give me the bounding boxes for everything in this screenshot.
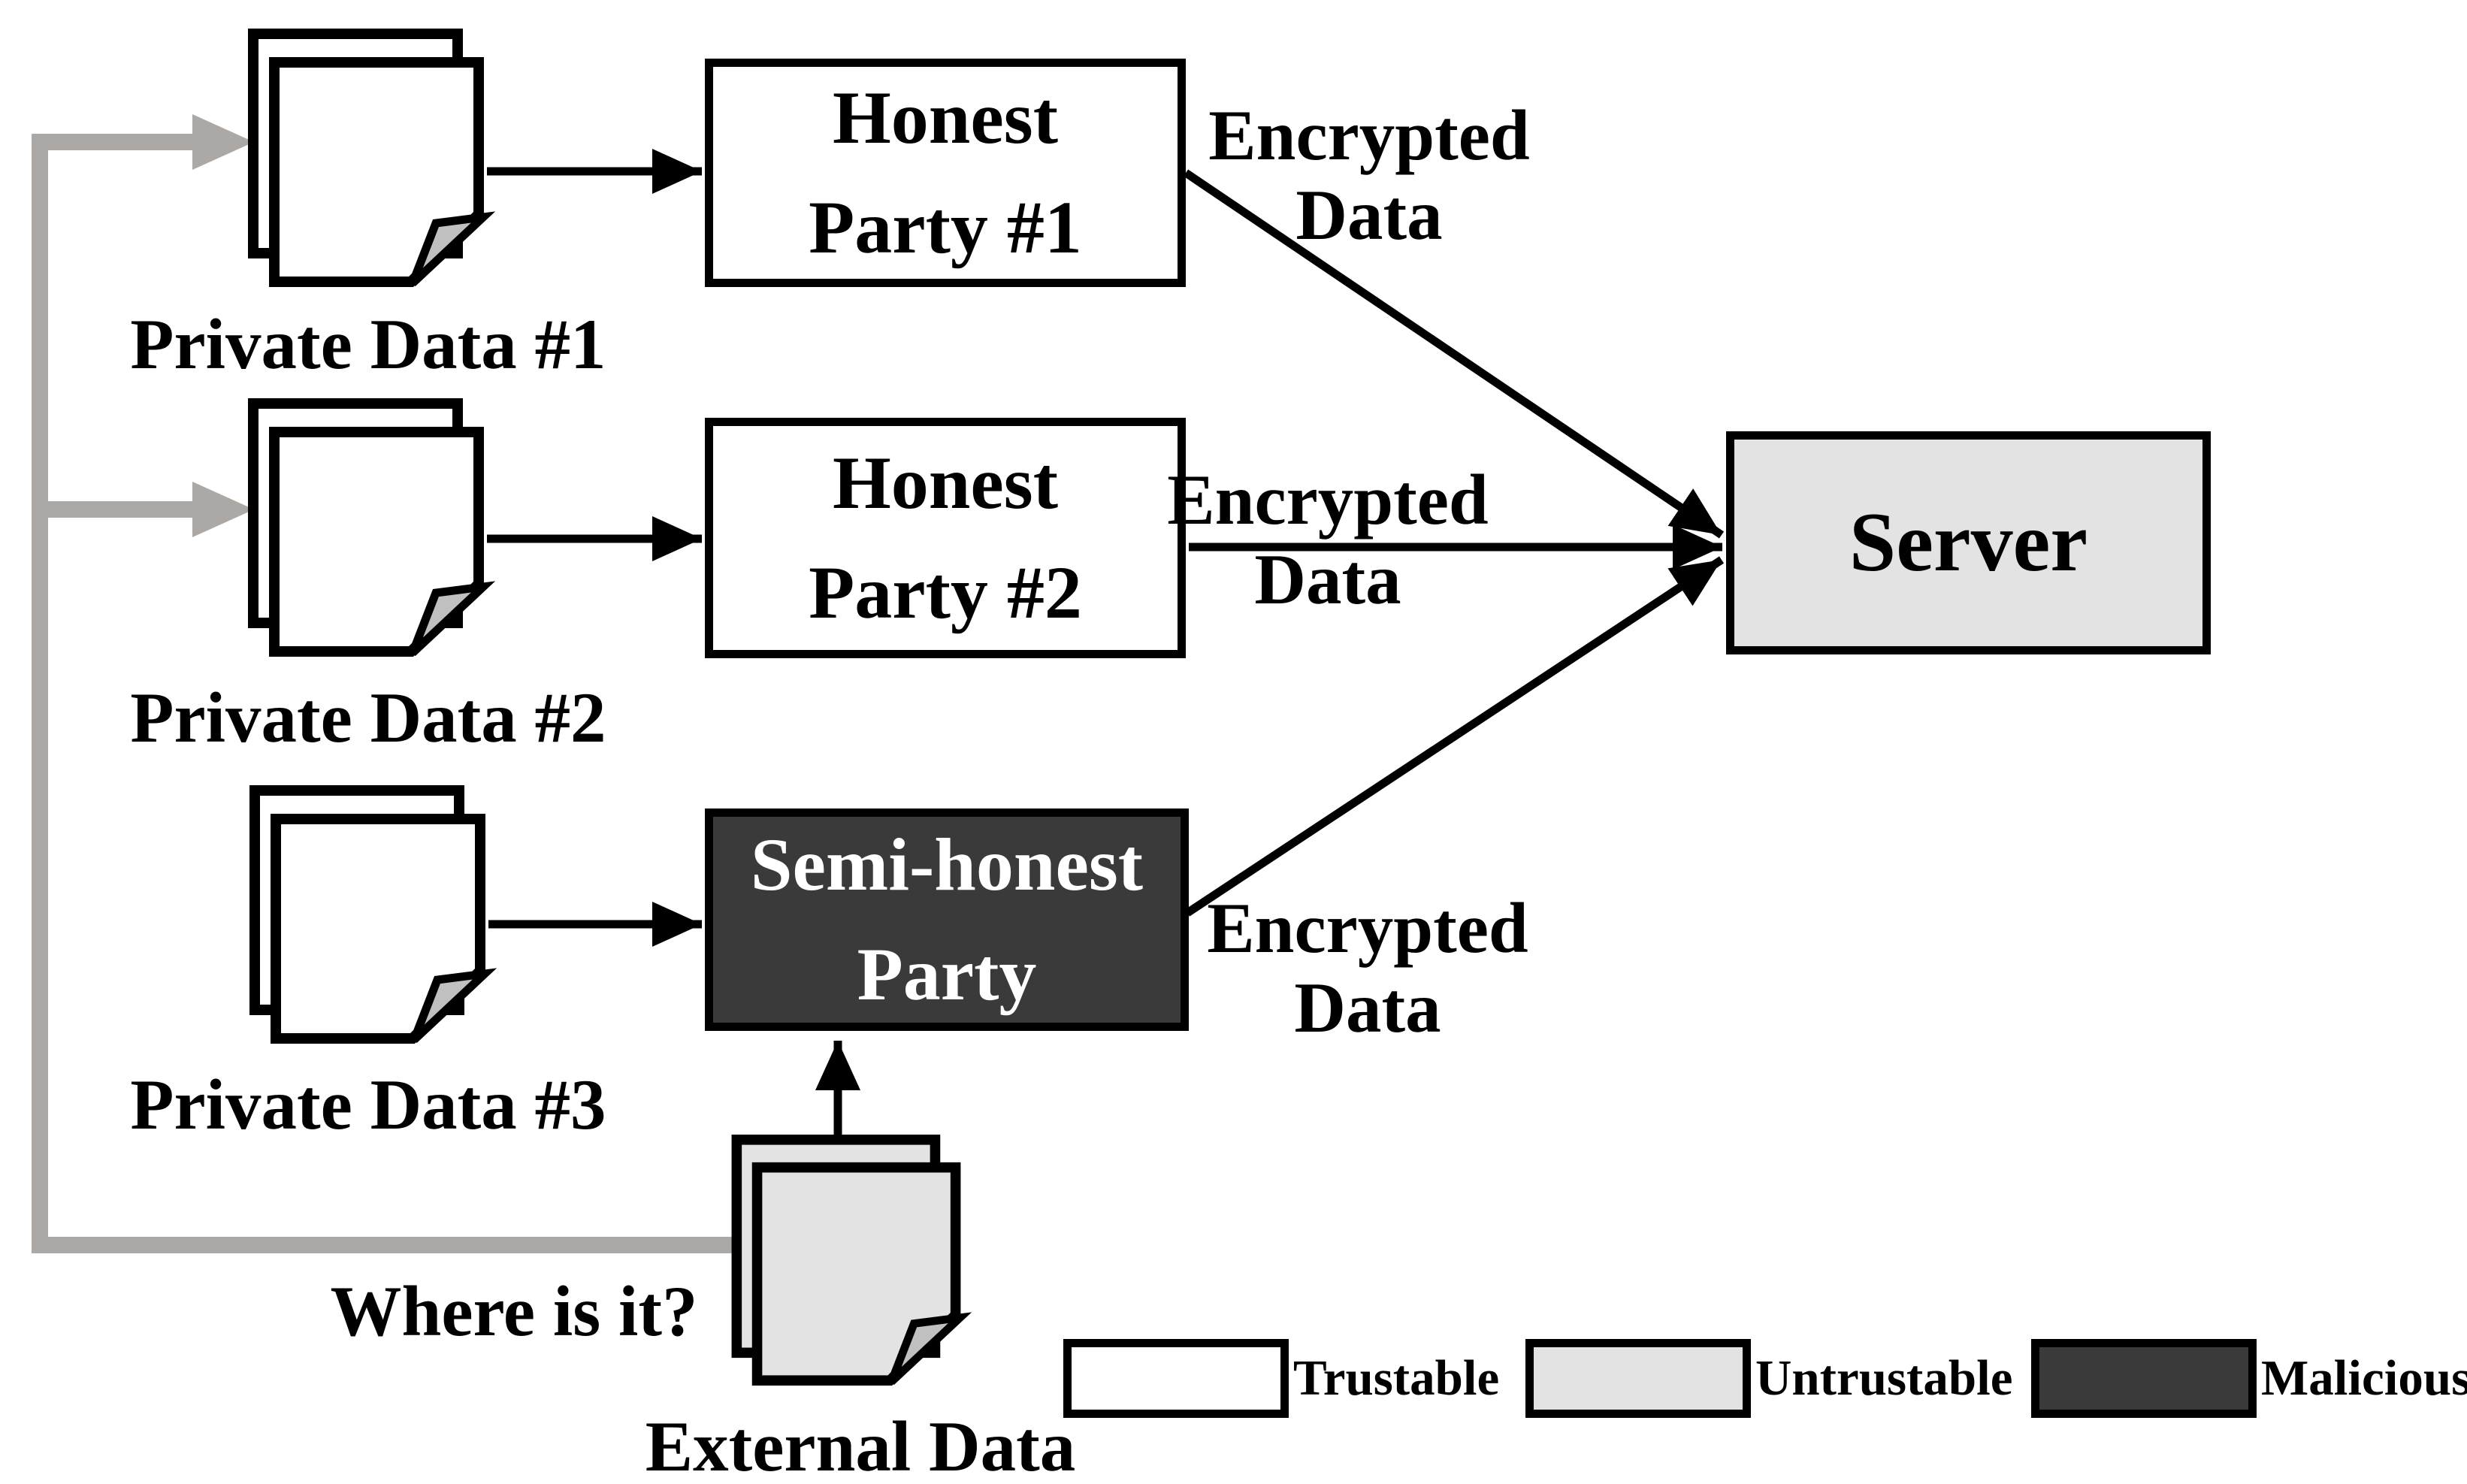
honest-party-2-box: Honest Party #2 (705, 418, 1186, 658)
legend-item-malicious: Malicious (2031, 1339, 2467, 1418)
server-box: Server (1726, 431, 2211, 654)
gray-arrowhead-2 (192, 482, 254, 537)
private-data-3-icon (249, 785, 497, 1044)
encrypted-data-label-2: Encrypted Data (1147, 460, 1508, 620)
encrypted-data-label-3: Encrypted Data (1180, 888, 1555, 1048)
where-is-it-label: Where is it? (330, 1271, 698, 1351)
encrypted-1-line1: Encrypted (1208, 95, 1530, 175)
honest-party-2-label-line2: Party #2 (809, 551, 1082, 634)
honest-party-1-label-line2: Party #1 (809, 186, 1082, 269)
legend-swatch-malicious (2031, 1339, 2257, 1418)
gray-arrowhead-1 (192, 114, 254, 170)
semi-honest-party-box: Semi-honest Party (705, 808, 1189, 1031)
legend-item-trustable: Trustable (1063, 1339, 1499, 1418)
server-label: Server (1849, 495, 2088, 589)
legend-swatch-trustable (1063, 1339, 1289, 1418)
private-data-2-icon (248, 398, 496, 657)
gray-connector-path (32, 134, 735, 1253)
arrow-semiparty-to-server (1184, 556, 1725, 917)
encrypted-3-line2: Data (1294, 968, 1441, 1048)
external-data-label: External Data (645, 1407, 1076, 1484)
semi-honest-party-label-line2: Party (857, 932, 1037, 1016)
encrypted-3-line1: Encrypted (1207, 888, 1528, 968)
external-data-icon (731, 1135, 972, 1386)
honest-party-1-box: Honest Party #1 (705, 59, 1186, 287)
legend-item-untrustable: Untrustable (1525, 1339, 2012, 1418)
encrypted-1-line2: Data (1295, 175, 1443, 255)
legend-swatch-untrustable (1525, 1339, 1751, 1418)
arrow-party1-to-server (1183, 169, 1725, 539)
semi-honest-party-label-line1: Semi-honest (750, 823, 1144, 906)
encrypted-data-label-1: Encrypted Data (1181, 95, 1557, 255)
honest-party-2-label-line1: Honest (833, 441, 1058, 524)
encrypted-2-line2: Data (1254, 539, 1401, 620)
private-data-1-label: Private Data #1 (130, 304, 606, 384)
honest-party-1-label-line1: Honest (833, 76, 1058, 159)
private-data-2-label: Private Data #2 (130, 678, 606, 757)
encrypted-2-line1: Encrypted (1167, 460, 1489, 539)
legend-label-trustable: Trustable (1293, 1350, 1500, 1406)
private-data-1-icon (248, 29, 496, 287)
legend-label-untrustable: Untrustable (1755, 1350, 2013, 1406)
legend-label-malicious: Malicious (2261, 1350, 2467, 1406)
private-data-3-label: Private Data #3 (130, 1065, 606, 1144)
